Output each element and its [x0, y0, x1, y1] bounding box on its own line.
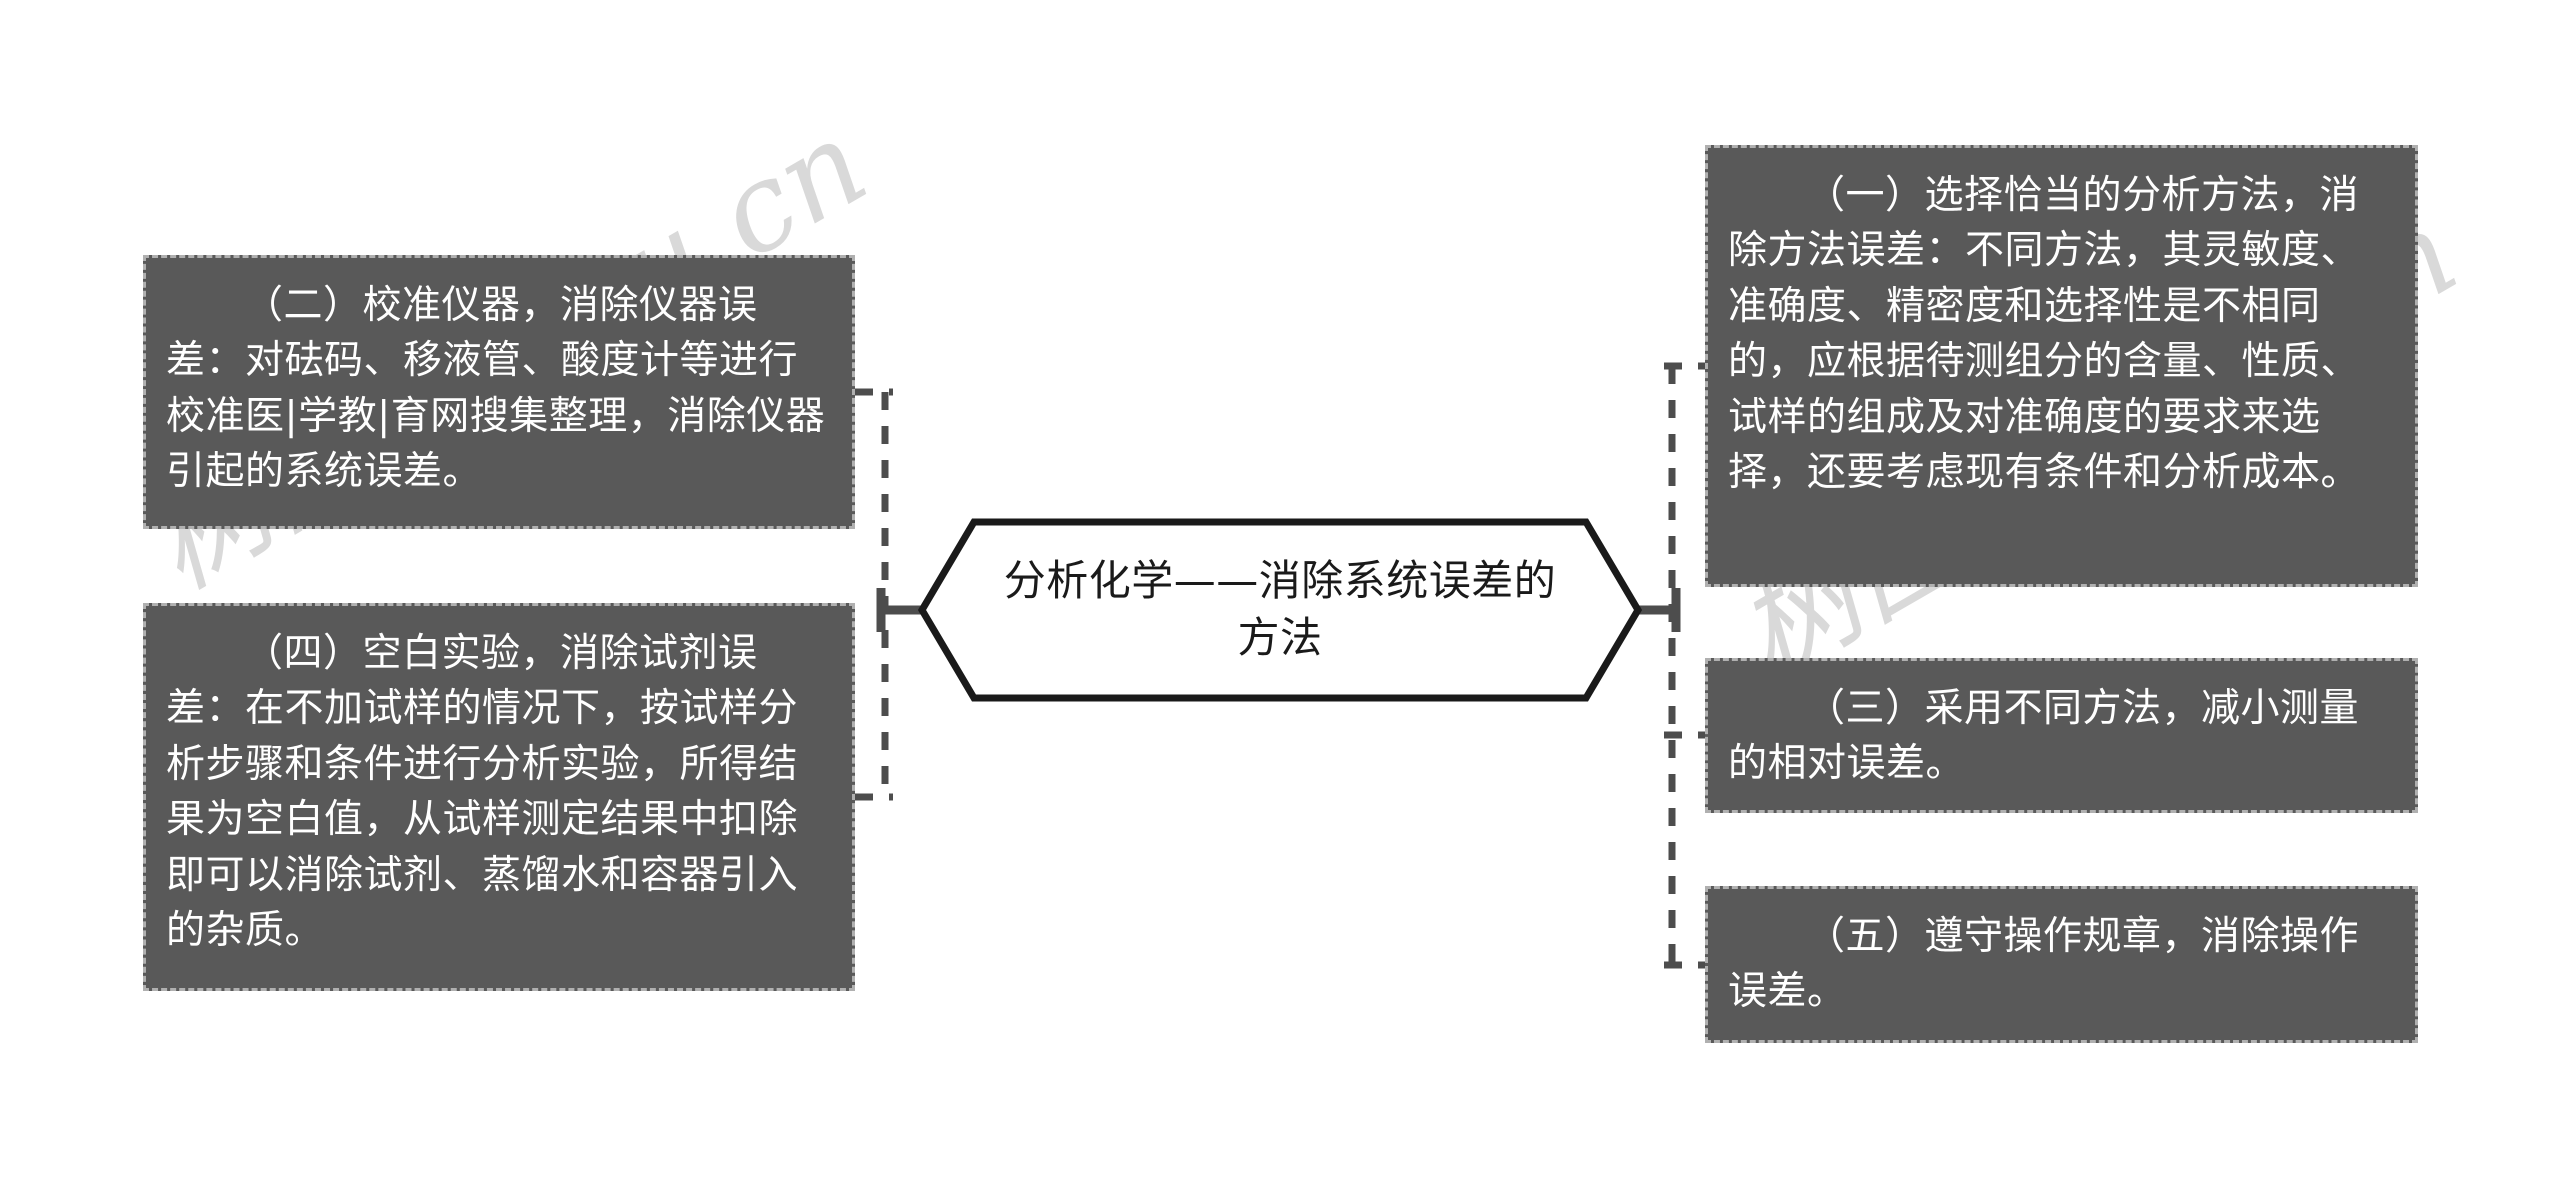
branch-node-5[interactable]: （五）遵守操作规章，消除操作误差。	[1705, 886, 2418, 1043]
branch-node-3[interactable]: （三）采用不同方法，减小测量的相对误差。	[1705, 658, 2418, 813]
branch-node-4-label: （四）空白实验，消除试剂误差：在不加试样的情况下，按试样分析步骤和条件进行分析实…	[166, 631, 799, 953]
branch-node-4[interactable]: （四）空白实验，消除试剂误差：在不加试样的情况下，按试样分析步骤和条件进行分析实…	[143, 603, 855, 991]
center-node-label: 分析化学——消除系统误差的方法	[1003, 556, 1557, 662]
branch-node-3-label: （三）采用不同方法，减小测量的相对误差。	[1728, 686, 2360, 787]
branch-node-1[interactable]: （一）选择恰当的分析方法，消除方法误差：不同方法，其灵敏度、准确度、精密度和选择…	[1705, 145, 2418, 587]
branch-node-5-label: （五）遵守操作规章，消除操作误差。	[1728, 914, 2360, 1015]
branch-node-1-label: （一）选择恰当的分析方法，消除方法误差：不同方法，其灵敏度、准确度、精密度和选择…	[1728, 173, 2361, 495]
branch-node-2-label: （二）校准仪器，消除仪器误差：对砝码、移液管、酸度计等进行校准医|学教|育网搜集…	[166, 283, 826, 495]
center-node[interactable]: 分析化学——消除系统误差的方法	[918, 518, 1642, 702]
branch-node-2[interactable]: （二）校准仪器，消除仪器误差：对砝码、移液管、酸度计等进行校准医|学教|育网搜集…	[143, 255, 855, 529]
center-node-shape	[918, 518, 1642, 702]
